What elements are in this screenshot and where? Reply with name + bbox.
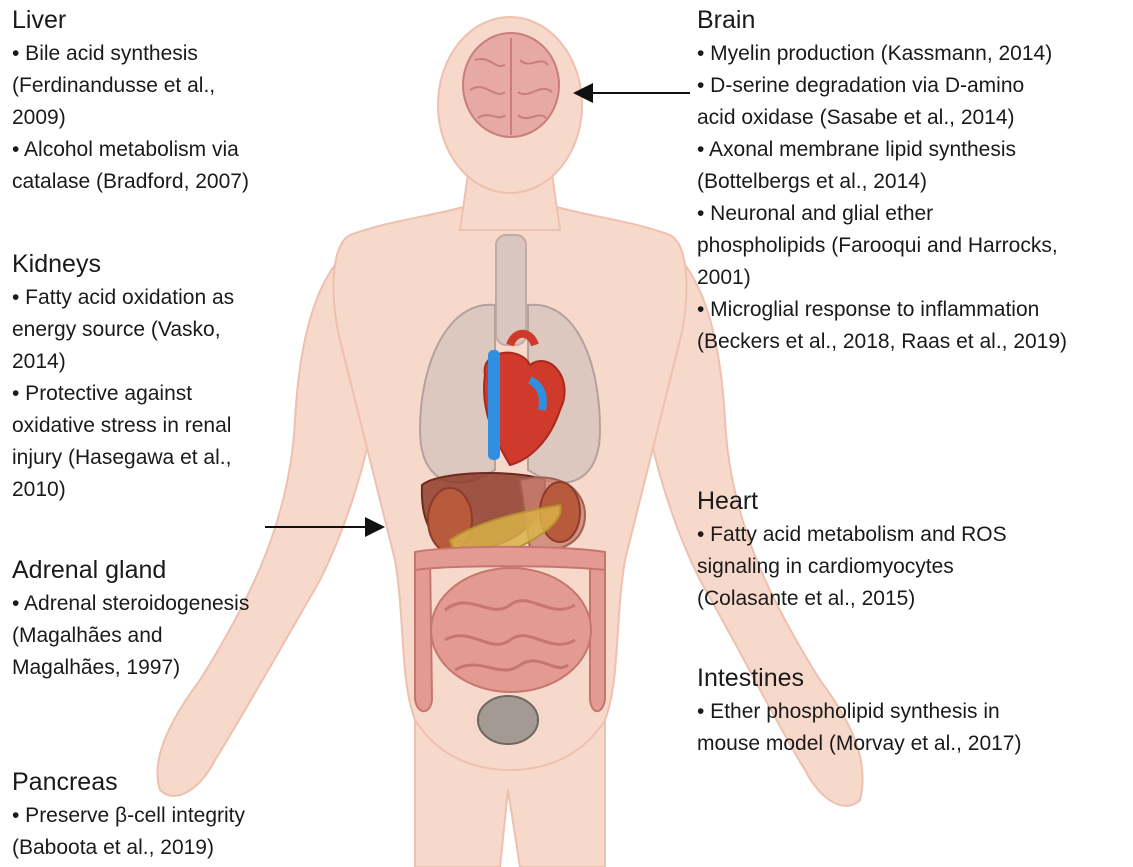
pancreas-line: • Preserve β-cell integrity (12, 800, 245, 832)
heart-title: Heart (697, 485, 1007, 517)
pancreas-title: Pancreas (12, 766, 245, 798)
heart-line: • Fatty acid metabolism and ROS (697, 519, 1007, 551)
heart-line: signaling in cardiomyocytes (697, 551, 1007, 583)
adrenal-line: (Magalhães and (12, 620, 249, 652)
kidneys-line: • Fatty acid oxidation as (12, 282, 234, 314)
brain-line: phospholipids (Farooqui and Harrocks, (697, 230, 1067, 262)
liver-line: 2009) (12, 102, 249, 134)
liver-section: Liver • Bile acid synthesis (Ferdinandus… (12, 4, 249, 198)
heart-section: Heart • Fatty acid metabolism and ROS si… (697, 485, 1007, 615)
brain-line: • Axonal membrane lipid synthesis (697, 134, 1067, 166)
brain-line: (Bottelbergs et al., 2014) (697, 166, 1067, 198)
trachea (496, 235, 526, 345)
adrenal-line: Magalhães, 1997) (12, 652, 249, 684)
kidneys-line: oxidative stress in renal (12, 410, 234, 442)
kidneys-title: Kidneys (12, 248, 234, 280)
liver-title: Liver (12, 4, 249, 36)
kidneys-line: 2010) (12, 474, 234, 506)
brain-title: Brain (697, 4, 1067, 36)
heart-line: (Colasante et al., 2015) (697, 583, 1007, 615)
brain-line: • Myelin production (Kassmann, 2014) (697, 38, 1067, 70)
liver-line: • Bile acid synthesis (12, 38, 249, 70)
kidneys-line: injury (Hasegawa et al., (12, 442, 234, 474)
kidneys-line: 2014) (12, 346, 234, 378)
brain-organ (463, 33, 559, 137)
kidneys-line: • Protective against (12, 378, 234, 410)
intestines-line: mouse model (Morvay et al., 2017) (697, 728, 1021, 760)
brain-line: (Beckers et al., 2018, Raas et al., 2019… (697, 326, 1067, 358)
pancreas-section: Pancreas • Preserve β-cell integrity (Ba… (12, 766, 245, 864)
intestines-title: Intestines (697, 662, 1021, 694)
liver-line: catalase (Bradford, 2007) (12, 166, 249, 198)
intestines-section: Intestines • Ether phospholipid synthesi… (697, 662, 1021, 760)
pancreas-line: (Baboota et al., 2019) (12, 832, 245, 864)
adrenal-section: Adrenal gland • Adrenal steroidogenesis … (12, 554, 249, 684)
brain-line: • Neuronal and glial ether (697, 198, 1067, 230)
brain-line: acid oxidase (Sasabe et al., 2014) (697, 102, 1067, 134)
adrenal-title: Adrenal gland (12, 554, 249, 586)
brain-line: • Microglial response to inflammation (697, 294, 1067, 326)
brain-line: 2001) (697, 262, 1067, 294)
liver-line: (Ferdinandusse et al., (12, 70, 249, 102)
kidneys-line: energy source (Vasko, (12, 314, 234, 346)
adrenal-line: • Adrenal steroidogenesis (12, 588, 249, 620)
intestines-line: • Ether phospholipid synthesis in (697, 696, 1021, 728)
liver-line: • Alcohol metabolism via (12, 134, 249, 166)
bladder-organ (478, 696, 538, 744)
brain-section: Brain • Myelin production (Kassmann, 201… (697, 4, 1067, 358)
kidneys-section: Kidneys • Fatty acid oxidation as energy… (12, 248, 234, 506)
brain-line: • D-serine degradation via D-amino (697, 70, 1067, 102)
